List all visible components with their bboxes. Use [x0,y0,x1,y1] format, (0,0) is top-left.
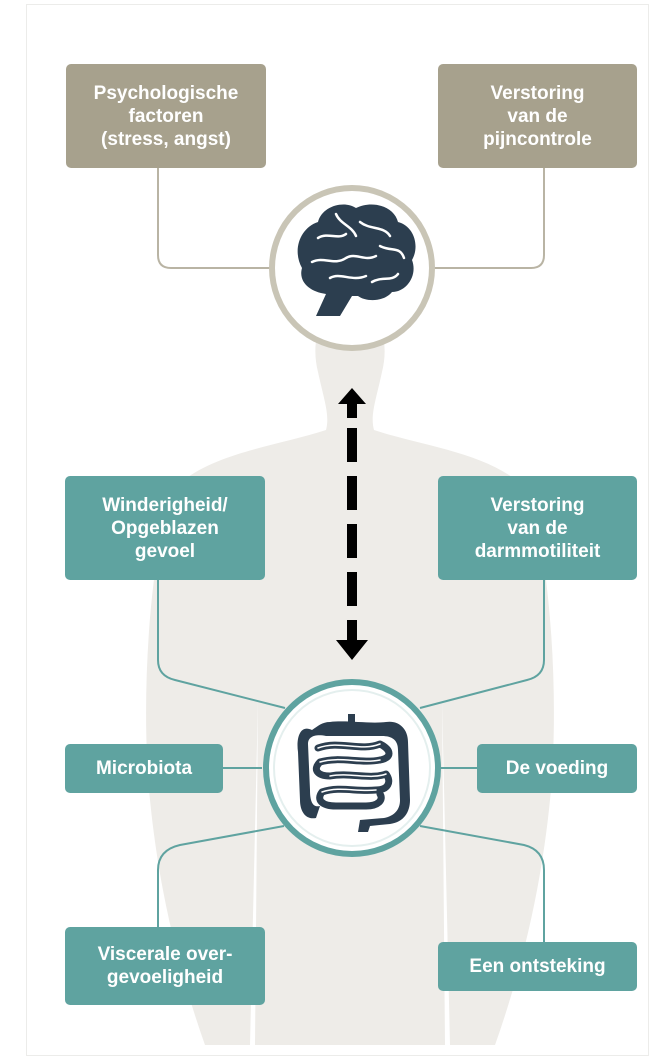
factor-inflammation: Een ontsteking [438,942,637,991]
factor-pain-control: Verstoring van de pijncontrole [438,64,637,168]
bidirectional-arrow-icon [336,388,368,660]
connector-hypersensitivity [157,825,285,927]
brain-circle [269,185,435,351]
brain-icon [297,204,416,316]
factor-bloating: Winderigheid/ Opgeblazen gevoel [65,476,265,580]
gut-circle [263,679,441,857]
connector-motility [419,580,545,709]
intestine-icon [297,714,410,832]
connector-pain-control [432,168,545,269]
connector-inflammation [419,825,545,942]
factor-diet: De voeding [477,744,637,793]
factor-psychological: Psychologische factoren (stress, angst) [66,64,266,168]
factor-microbiota: Microbiota [65,744,223,793]
connector-psychological [157,168,272,269]
factor-motility: Verstoring van de darmmotiliteit [438,476,637,580]
factor-hypersensitivity: Viscerale over- gevoeligheid [65,927,265,1005]
connector-bloating [157,580,286,709]
